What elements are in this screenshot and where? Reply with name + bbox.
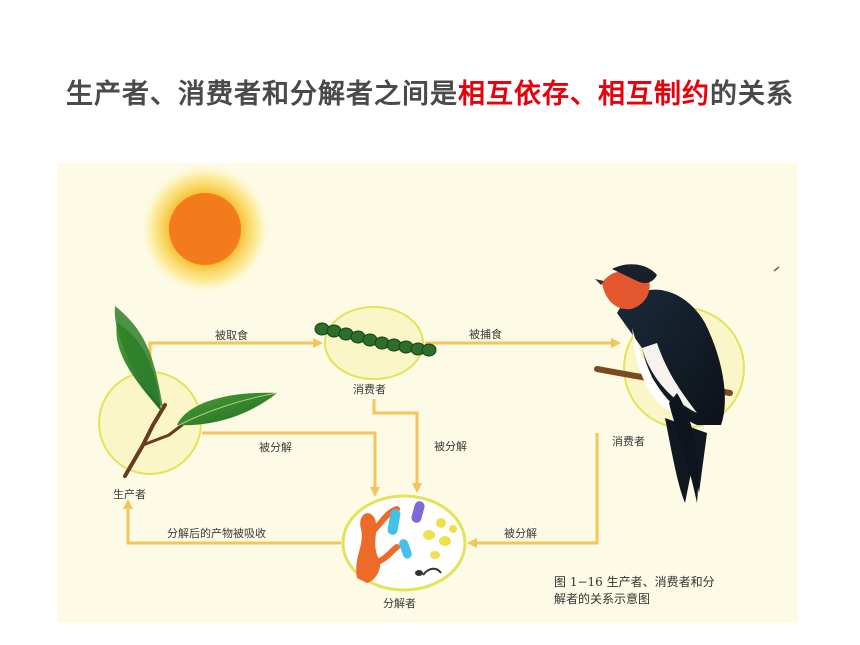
label-consumer2: 消费者 <box>612 435 645 448</box>
label-absorbed: 分解后的产物被吸收 <box>167 527 266 540</box>
arrow-absorbed <box>123 499 341 545</box>
label-decomposer: 分解者 <box>383 597 416 610</box>
speck-mark <box>773 266 780 272</box>
arrow-producer-decomposer <box>202 431 380 497</box>
label-caught: 被捕食 <box>469 328 502 341</box>
ecosystem-diagram: 被取食 被捕食 消费者 消费者 被分解 被分解 被分解 生产者 分解后的产物被吸… <box>57 163 798 623</box>
bacteria-fungi-illustration <box>356 501 457 583</box>
diagram-canvas <box>98 163 780 592</box>
label-decomposed-consumer2: 被分解 <box>504 527 537 540</box>
label-decomposed-consumer1: 被分解 <box>434 440 467 453</box>
arrow-consumer2-decomposer <box>467 433 599 548</box>
swallow-illustration <box>594 264 733 503</box>
caterpillar-illustration <box>314 322 437 357</box>
page-title: 生产者、消费者和分解者之间是相互依存、相互制约的关系 <box>66 79 794 110</box>
leafy-twig-illustration <box>114 306 278 478</box>
highlight-interdependent: 相互依存 <box>458 79 570 110</box>
label-decomposed-producer: 被分解 <box>259 441 292 454</box>
arrow-eaten <box>148 338 323 368</box>
highlight-mutual-restriction: 相互制约 <box>598 79 710 110</box>
arrow-consumer1-decomposer <box>372 399 422 493</box>
label-eaten: 被取食 <box>215 329 248 342</box>
sun-illustration <box>139 163 271 295</box>
label-consumer1: 消费者 <box>353 383 386 396</box>
figure-caption: 图 1−16 生产者、消费者和分 解者的关系示意图 <box>554 575 715 606</box>
label-producer: 生产者 <box>113 488 146 501</box>
